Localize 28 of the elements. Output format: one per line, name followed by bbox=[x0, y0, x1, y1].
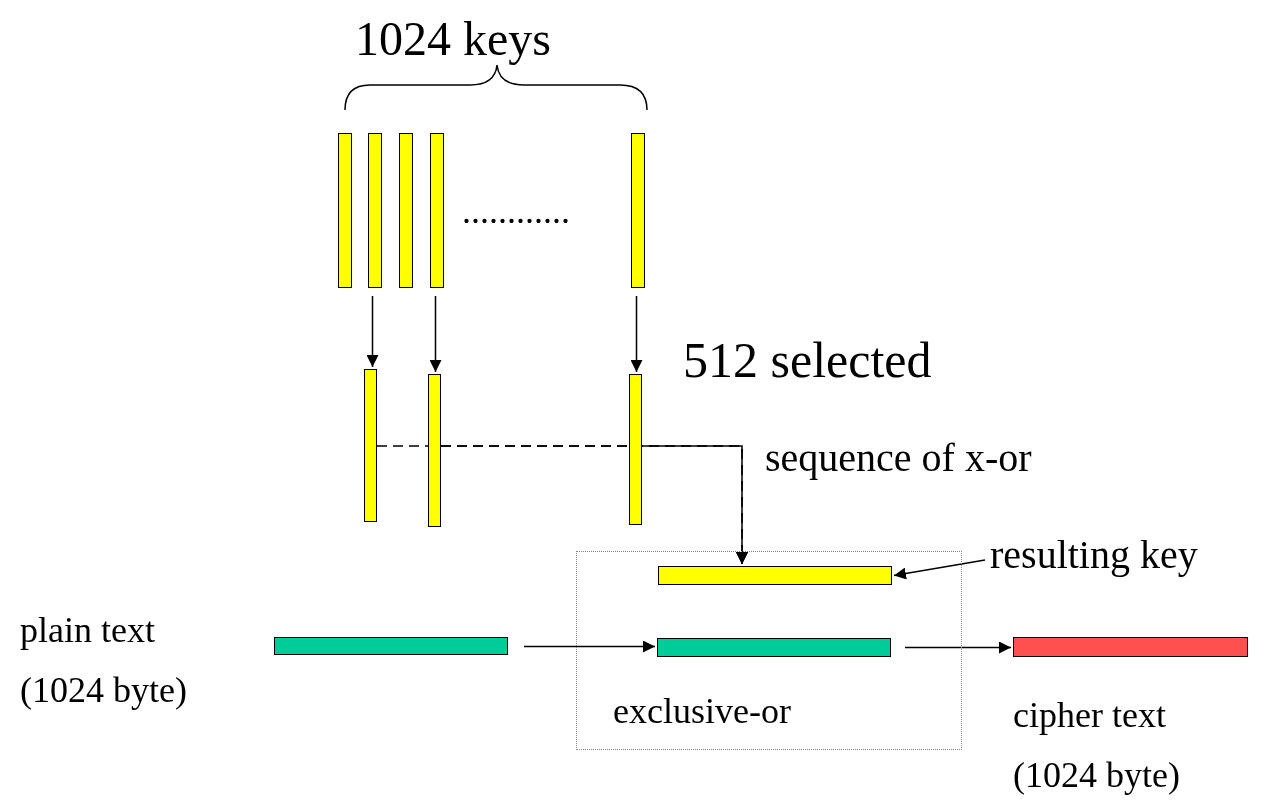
data-bar bbox=[658, 566, 892, 585]
arrow bbox=[523, 640, 656, 653]
key-bar bbox=[631, 133, 645, 288]
key-bar bbox=[430, 133, 444, 288]
group-label: exclusive-or bbox=[613, 692, 791, 732]
arrow bbox=[429, 295, 442, 373]
data-bar bbox=[274, 637, 508, 655]
note-text: sequence of x-or bbox=[765, 434, 1033, 482]
callout-text: resulting key bbox=[990, 530, 1279, 580]
key-bar bbox=[364, 369, 377, 522]
bar-caption: cipher text (1024 byte) bbox=[1013, 694, 1181, 797]
key-bar bbox=[368, 133, 382, 288]
heading-text: 1024 keys bbox=[355, 11, 552, 67]
data-bar bbox=[657, 638, 891, 657]
count-text: 512 selected bbox=[683, 331, 933, 390]
key-bar bbox=[338, 133, 352, 288]
arrow bbox=[630, 295, 643, 373]
dashed-arrow bbox=[641, 445, 748, 565]
data-bar bbox=[1013, 637, 1248, 657]
key-bar bbox=[428, 374, 441, 527]
key-bar bbox=[399, 133, 413, 288]
ellipsis-text: ............ bbox=[462, 190, 571, 233]
arrow bbox=[904, 641, 1012, 654]
key-bar bbox=[629, 374, 642, 525]
arrow bbox=[366, 295, 379, 368]
arrow bbox=[893, 559, 986, 580]
bar-caption: plain text (1024 byte) bbox=[20, 609, 188, 712]
group-frame bbox=[576, 551, 962, 750]
